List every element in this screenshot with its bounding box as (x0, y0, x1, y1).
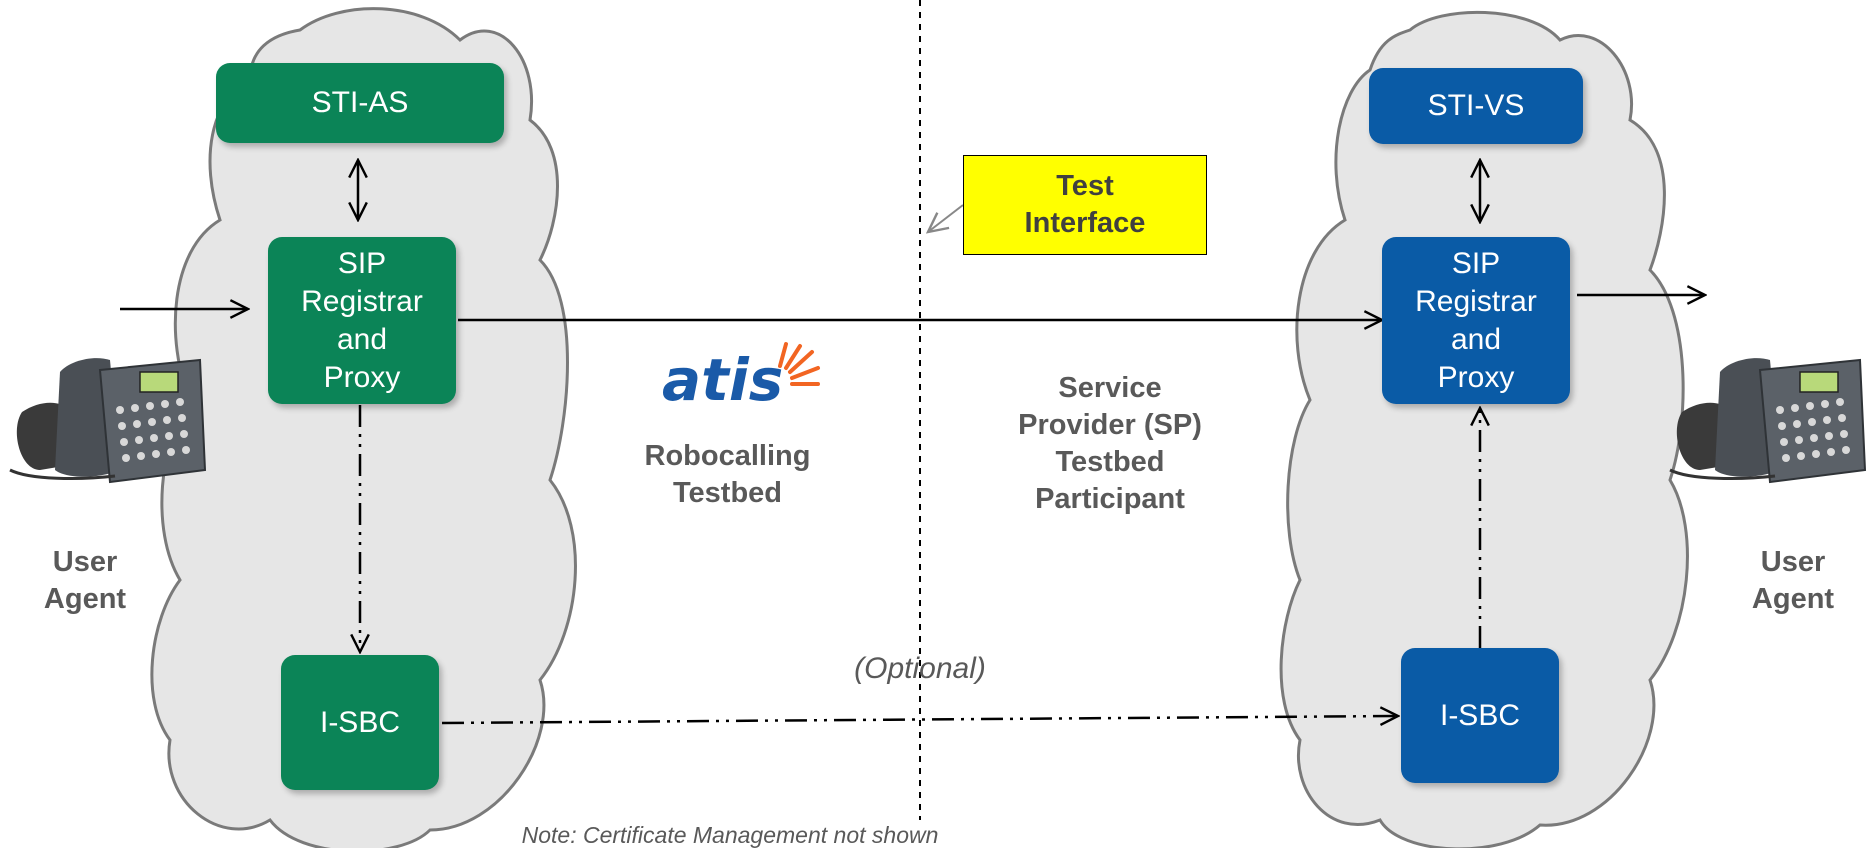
right-ip-phone-icon (1669, 358, 1867, 484)
left-cloud-icon (150, 7, 577, 848)
atis-logo-burst (778, 342, 820, 386)
optional-label: (Optional) (854, 652, 986, 685)
sti-vs-box: STI-VS (1369, 68, 1583, 144)
robocalling-testbed-label: Robocalling Testbed (644, 440, 811, 509)
right-user-agent-label: User Agent (1751, 546, 1835, 615)
optional-sbc-arrow (441, 716, 1398, 723)
atis-logo-text: atis (662, 346, 783, 414)
right-i-sbc-box: I-SBC (1401, 648, 1559, 783)
sp-testbed-participant-label: Service Provider (SP) Testbed Participan… (1018, 372, 1202, 515)
right-sip-registrar-proxy-box: SIP Registrar and Proxy (1382, 237, 1570, 404)
test-interface-box: Test Interface (963, 155, 1207, 255)
right-cloud-icon (1279, 10, 1689, 848)
left-ip-phone-icon (9, 358, 207, 484)
certificate-note: Note: Certificate Management not shown (521, 822, 939, 848)
left-sip-registrar-proxy-box: SIP Registrar and Proxy (268, 237, 456, 404)
atis-logo: atis (662, 342, 820, 414)
left-i-sbc-box: I-SBC (281, 655, 439, 790)
sti-as-box: STI-AS (216, 63, 504, 143)
left-user-agent-label: User Agent (43, 546, 127, 615)
test-interface-pointer (928, 204, 964, 232)
